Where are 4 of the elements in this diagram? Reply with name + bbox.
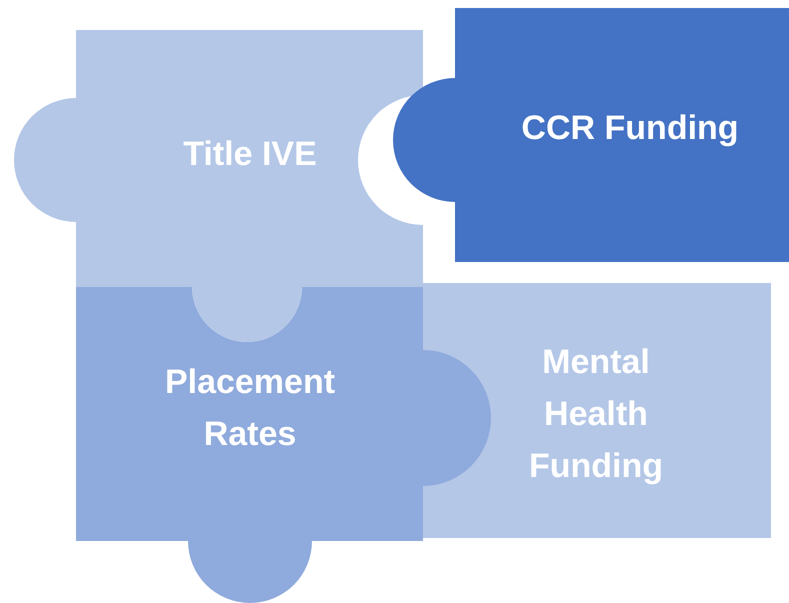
piece-label: CCR Funding <box>520 108 740 149</box>
piece-label: Placement Rates <box>164 362 336 455</box>
piece-label: Mental Health Funding <box>528 342 664 487</box>
piece-label: Title IVE <box>182 134 318 175</box>
